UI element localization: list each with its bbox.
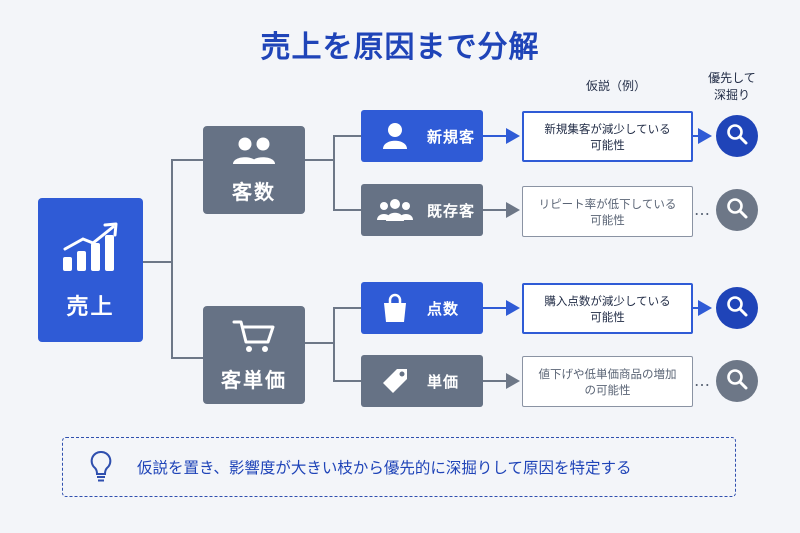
ellipsis-unit-price: …: [694, 371, 711, 390]
branch-node-unit-price[interactable]: 客単価: [203, 306, 305, 404]
leaf-label-unit-price: 単価: [427, 372, 460, 391]
deep-dive-button-unit-price[interactable]: [716, 360, 758, 402]
priority-column-header: 優先して 深掘り: [700, 70, 764, 104]
user-icon: [375, 122, 415, 150]
ellipsis-existing: …: [694, 200, 711, 219]
hypothesis-column-header: 仮説（例）: [585, 79, 646, 93]
deep-dive-button-new-customers[interactable]: [716, 115, 758, 157]
hypothesis-box-existing-customers: リピート率が低下している 可能性: [522, 186, 693, 237]
connector-customers-new: [305, 135, 361, 161]
shopping-cart-icon: [232, 318, 276, 358]
root-node-sales[interactable]: 売上: [38, 198, 143, 342]
shopping-bag-icon: [375, 293, 415, 323]
connector-root-unit-price: [171, 262, 203, 359]
connector-unitprice-price: [333, 343, 361, 382]
magnifier-icon: [725, 196, 749, 224]
price-tag-icon: [375, 366, 415, 396]
footer-text: 仮説を置き、影響度が大きい枝から優先的に深掘りして原因を特定する: [137, 459, 632, 477]
magnifier-icon: [725, 122, 749, 150]
deep-dive-button-item-count[interactable]: [716, 287, 758, 329]
lightbulb-icon: [81, 450, 121, 484]
users-icon: [232, 136, 276, 170]
root-node-label: 売上: [66, 295, 115, 320]
hypothesis-text: 可能性: [590, 137, 625, 152]
leaf-node-unit-price[interactable]: 単価: [361, 355, 483, 407]
hypothesis-text: リピート率が低下している: [538, 196, 677, 211]
hypothesis-text: の可能性: [584, 382, 631, 397]
hypothesis-text: 値下げや低単価商品の増加: [538, 366, 677, 381]
connector-unitprice-items: [305, 307, 361, 344]
priority-header-line1: 優先して: [708, 71, 756, 85]
group-icon: [375, 198, 415, 222]
leaf-node-new-customers[interactable]: 新規客: [361, 110, 483, 162]
leaf-label-item-count: 点数: [427, 299, 460, 318]
hypothesis-text: 可能性: [590, 309, 625, 324]
hypothesis-box-new-customers: 新規集客が減少している 可能性: [522, 111, 693, 162]
hypothesis-text: 購入点数が減少している: [544, 293, 671, 308]
leaf-node-existing-customers[interactable]: 既存客: [361, 184, 483, 236]
hypothesis-text: 新規集客が減少している: [544, 121, 671, 136]
magnifier-icon: [725, 294, 749, 322]
leaf-node-item-count[interactable]: 点数: [361, 282, 483, 334]
hypothesis-box-item-count: 購入点数が減少している 可能性: [522, 283, 693, 334]
hypothesis-text: 可能性: [590, 212, 625, 227]
hypothesis-box-unit-price: 値下げや低単価商品の増加 の可能性: [522, 356, 693, 407]
footer-note: 仮説を置き、影響度が大きい枝から優先的に深掘りして原因を特定する: [62, 437, 736, 497]
branch-label-customers: 客数: [232, 179, 276, 204]
connector-root-customers: [143, 159, 203, 263]
branch-node-customers[interactable]: 客数: [203, 126, 305, 214]
deep-dive-button-existing-customers[interactable]: [716, 189, 758, 231]
bar-chart-up-icon: [59, 219, 123, 279]
leaf-label-new-customers: 新規客: [427, 127, 476, 146]
magnifier-icon: [725, 367, 749, 395]
branch-label-unit-price: 客単価: [221, 367, 287, 392]
page-title: 売上を原因まで分解: [260, 30, 540, 65]
leaf-label-existing-customers: 既存客: [427, 201, 476, 220]
connector-customers-existing: [333, 160, 361, 211]
priority-header-line2: 深掘り: [713, 88, 750, 102]
